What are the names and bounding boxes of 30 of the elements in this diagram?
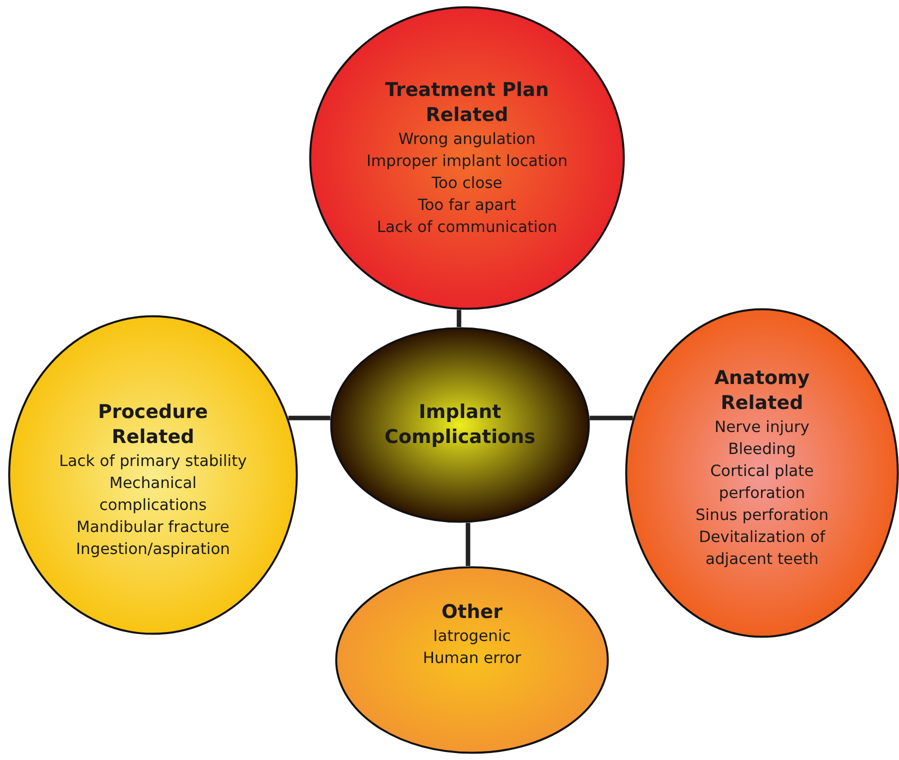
list-item: Ingestion/aspiration xyxy=(76,539,230,560)
list-item: Bleeding xyxy=(728,439,796,460)
category-heading: Other xyxy=(441,600,503,624)
category-heading: Implant Complications xyxy=(384,400,536,450)
category-ellipse xyxy=(625,308,899,638)
list-item: Sinus perforation xyxy=(695,505,829,526)
connector-line xyxy=(456,310,462,327)
connector-line xyxy=(466,522,470,566)
connector-line xyxy=(288,416,330,420)
category-heading: Treatment Plan Related xyxy=(384,78,550,128)
list-item: Wrong angulation xyxy=(398,129,536,150)
list-item: Cortical plate perforation xyxy=(709,461,815,504)
list-item: Nerve injury xyxy=(714,417,810,438)
category-ellipse xyxy=(309,6,625,310)
list-item: Devitalization of adjacent teeth xyxy=(698,527,826,570)
list-item: Mandibular fracture xyxy=(76,517,230,538)
list-item: Human error xyxy=(422,648,522,668)
list-item: Mechanical complications xyxy=(98,473,208,516)
list-item: Lack of communication xyxy=(376,217,558,238)
list-item: Improper implant location xyxy=(366,151,568,172)
list-item: Iatrogenic xyxy=(433,626,511,646)
list-item: Too far apart xyxy=(418,195,516,216)
category-ellipse xyxy=(330,327,590,523)
connector-line xyxy=(590,416,633,420)
category-ellipse xyxy=(8,315,298,635)
category-heading: Anatomy Related xyxy=(713,366,811,416)
list-item: Too close xyxy=(432,173,502,194)
category-ellipse xyxy=(335,566,609,754)
list-item: Lack of primary stability xyxy=(59,451,247,472)
category-heading: Procedure Related xyxy=(97,400,209,450)
